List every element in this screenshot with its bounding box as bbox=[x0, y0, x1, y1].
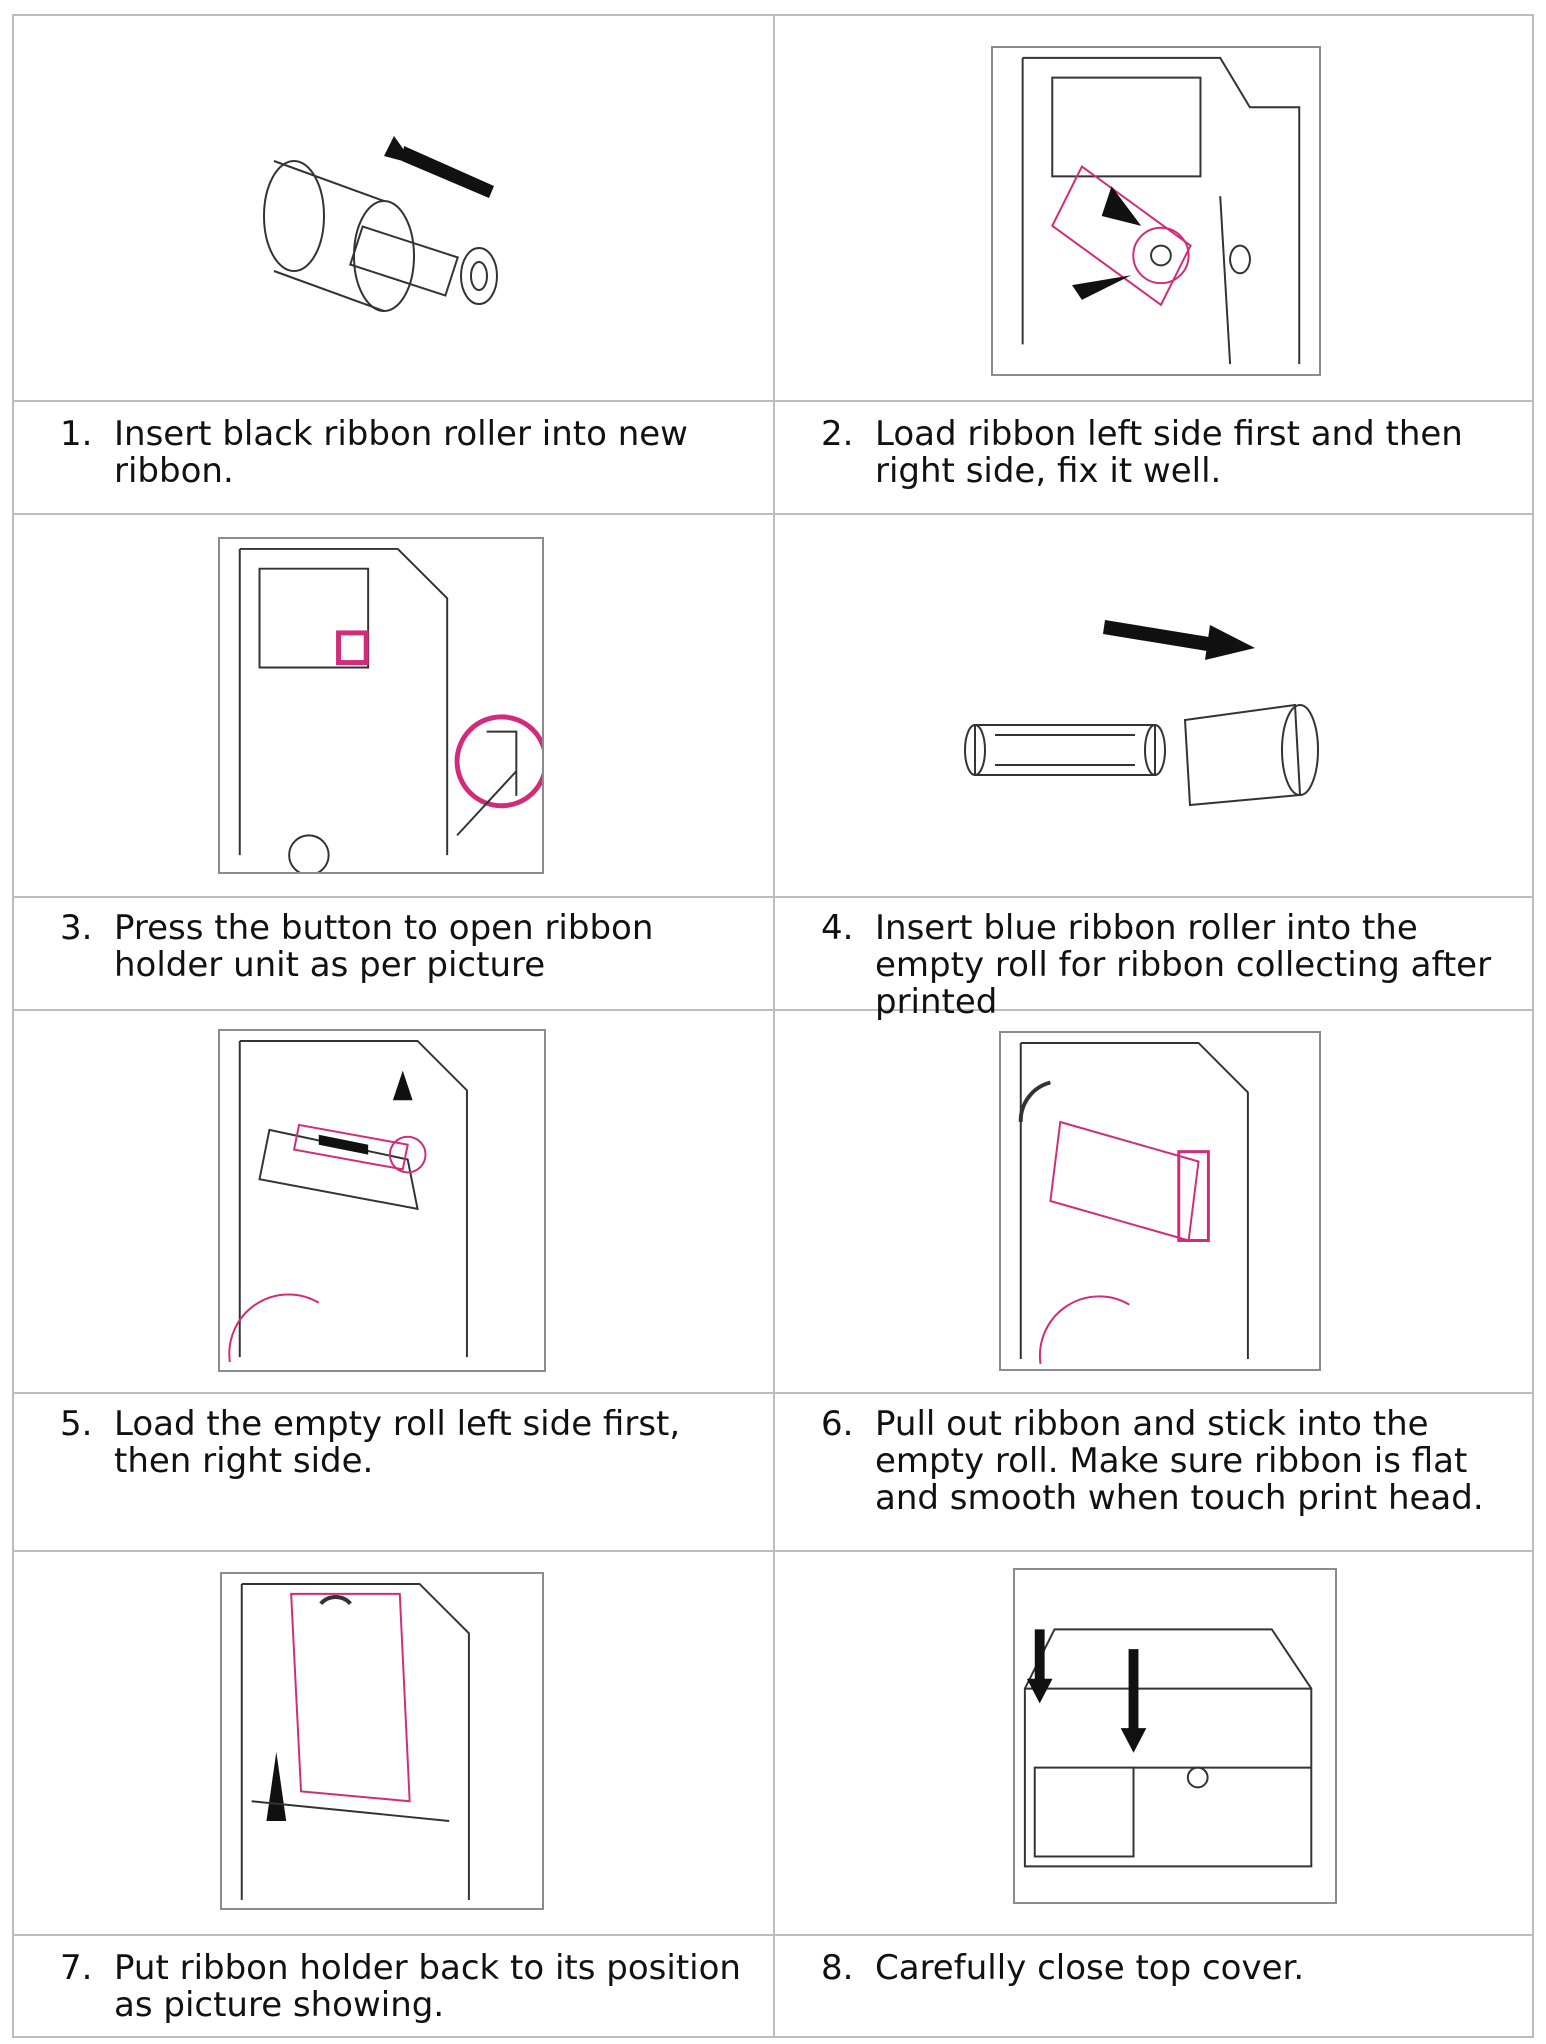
row-divider bbox=[14, 513, 1532, 515]
blue-roller-insert-illustration bbox=[964, 620, 1319, 807]
ribbon-roller-insert-illustration bbox=[263, 136, 498, 312]
pull-ribbon-illustration bbox=[1018, 1042, 1249, 1365]
step-6-image-cell bbox=[775, 1011, 1534, 1392]
step-7-illustration bbox=[220, 1572, 544, 1910]
step-1-caption: 1. Insert black ribbon roller into new r… bbox=[14, 402, 773, 513]
load-empty-roll-illustration bbox=[228, 1039, 468, 1363]
row-divider bbox=[14, 1009, 1532, 1011]
step-text: Press the button to open ribbon holder u… bbox=[114, 908, 654, 985]
step-2-illustration bbox=[991, 46, 1321, 376]
row-divider bbox=[14, 896, 1532, 898]
step-5-illustration bbox=[218, 1029, 546, 1372]
step-number: 5. bbox=[60, 1404, 93, 1444]
step-8-image-cell bbox=[775, 1552, 1534, 1934]
step-1-image-cell bbox=[14, 16, 773, 400]
printer-ribbon-load-illustration bbox=[1021, 56, 1301, 365]
step-number: 1. bbox=[60, 414, 93, 454]
step-text: Pull out ribbon and stick into the empty… bbox=[875, 1404, 1484, 1518]
step-8-illustration bbox=[1013, 1568, 1337, 1904]
step-5-image-cell bbox=[14, 1011, 773, 1392]
step-text: Load the empty roll left side first, the… bbox=[114, 1404, 681, 1481]
step-number: 2. bbox=[821, 414, 854, 454]
column-divider bbox=[773, 16, 775, 2036]
step-8-caption: 8. Carefully close top cover. bbox=[775, 1936, 1534, 2038]
step-number: 4. bbox=[821, 908, 854, 948]
step-text: Carefully close top cover. bbox=[875, 1948, 1305, 1988]
row-divider bbox=[14, 1392, 1532, 1394]
step-text: Put ribbon holder back to its position a… bbox=[114, 1948, 741, 2025]
step-4-caption: 4. Insert blue ribbon roller into the em… bbox=[775, 898, 1534, 1021]
step-2-caption: 2. Load ribbon left side first and then … bbox=[775, 402, 1534, 513]
step-2-image-cell bbox=[775, 16, 1534, 400]
step-3-image-cell bbox=[14, 515, 773, 896]
step-5-caption: 5. Load the empty roll left side first, … bbox=[14, 1394, 773, 1550]
row-divider bbox=[14, 400, 1532, 402]
row-divider bbox=[14, 1550, 1532, 1552]
step-text: Load ribbon left side first and then rig… bbox=[875, 414, 1463, 491]
step-7-caption: 7. Put ribbon holder back to its positio… bbox=[14, 1936, 773, 2038]
step-text: Insert black ribbon roller into new ribb… bbox=[114, 414, 688, 491]
step-6-caption: 6. Pull out ribbon and stick into the em… bbox=[775, 1394, 1534, 1550]
step-7-image-cell bbox=[14, 1552, 773, 1934]
step-3-caption: 3. Press the button to open ribbon holde… bbox=[14, 898, 773, 1009]
step-4-image-cell bbox=[775, 515, 1534, 896]
step-number: 8. bbox=[821, 1948, 854, 1988]
step-text: Insert blue ribbon roller into the empty… bbox=[875, 908, 1492, 1022]
step-6-illustration bbox=[999, 1031, 1321, 1371]
step-number: 6. bbox=[821, 1404, 854, 1444]
row-divider bbox=[14, 1934, 1532, 1936]
instruction-table: 1. Insert black ribbon roller into new r… bbox=[12, 14, 1534, 2038]
step-number: 7. bbox=[60, 1948, 93, 1988]
open-ribbon-holder-illustration bbox=[238, 547, 542, 872]
close-top-cover-illustration bbox=[1023, 1628, 1313, 1868]
step-3-illustration bbox=[218, 537, 544, 874]
step-number: 3. bbox=[60, 908, 93, 948]
ribbon-holder-back-illustration bbox=[240, 1582, 470, 1901]
